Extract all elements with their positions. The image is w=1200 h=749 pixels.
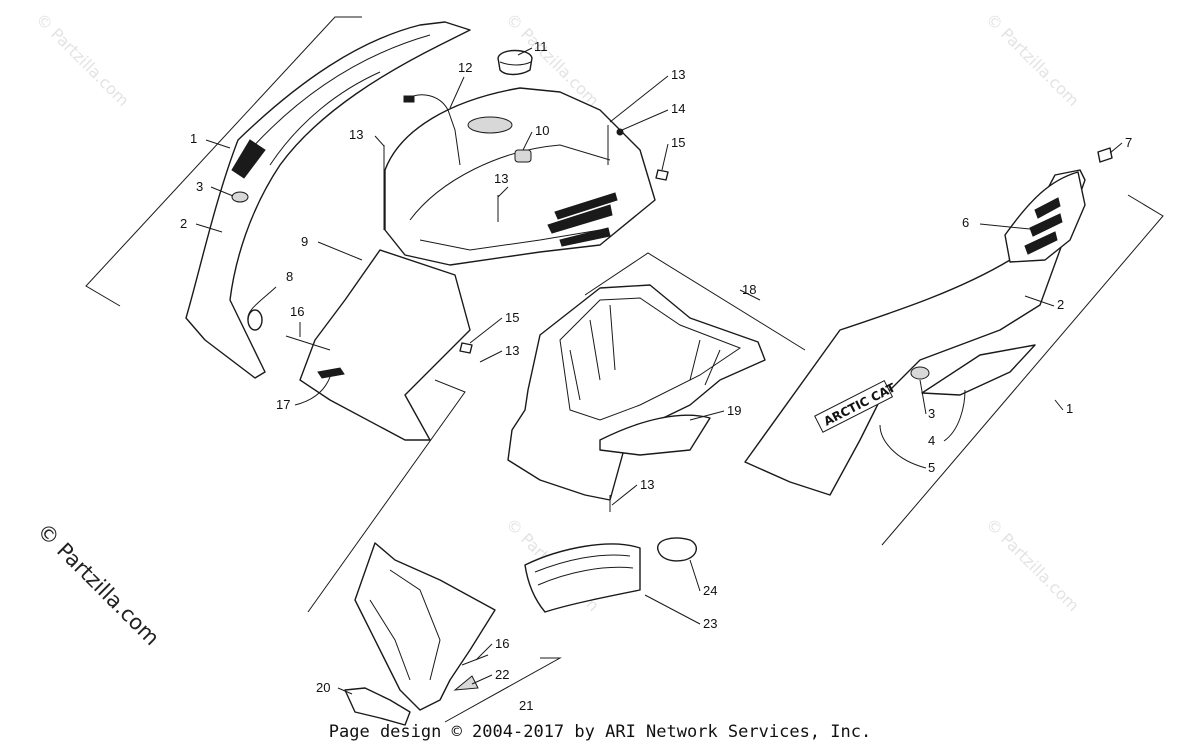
callout-3: 3 (928, 406, 935, 421)
panel-edge-detail (269, 71, 381, 166)
callout-8: 8 (286, 269, 293, 284)
callout-6: 6 (962, 215, 969, 230)
duct-ribs (534, 554, 631, 573)
hood-contour (419, 229, 601, 251)
watermark-small: © Partzilla.com (32, 9, 133, 110)
screw-16 (285, 335, 331, 351)
hood-vent-stripe (559, 227, 611, 247)
duct-23 (524, 543, 641, 613)
callout-22: 22 (495, 667, 509, 682)
grommet-8 (247, 309, 263, 331)
callout-15: 15 (505, 310, 519, 325)
group-bracket-lower-21 (444, 657, 562, 723)
clip-15 (459, 342, 473, 354)
group-bracket-lower (307, 379, 466, 613)
cap-10 (514, 149, 532, 163)
callout-2: 2 (1057, 297, 1064, 312)
hood-opening (467, 116, 513, 134)
leader-lines (195, 47, 1123, 695)
hood-contour (409, 144, 611, 221)
watermark-small: © Partzilla.com (982, 9, 1083, 110)
callout-3: 3 (196, 179, 203, 194)
hood-upper-9 (384, 87, 656, 266)
front-bumper-panel (354, 542, 496, 711)
callout-13: 13 (640, 477, 654, 492)
panel-upper-right (1004, 171, 1086, 263)
rivet-3-left (231, 191, 249, 203)
decal-4 (921, 344, 1036, 396)
group-bracket-right (881, 194, 1164, 546)
callout-10: 10 (535, 123, 549, 138)
bracket-20 (344, 687, 411, 726)
callout-19: 19 (727, 403, 741, 418)
watermark-large: © Partzilla.com (32, 519, 164, 651)
callout-1: 1 (190, 131, 197, 146)
callout-11: 11 (534, 39, 548, 54)
connector-12 (403, 95, 415, 103)
duct-ribs (537, 566, 634, 586)
hood-vent-stripe (554, 192, 618, 220)
storage-tray-18 (507, 284, 766, 501)
clip-15 (655, 169, 669, 181)
panel-stripe (1034, 197, 1061, 219)
callout-20: 20 (316, 680, 330, 695)
clamp-24 (657, 537, 697, 562)
callout-7: 7 (1125, 135, 1132, 150)
panel-stripe (1029, 213, 1063, 237)
callout-13: 13 (671, 67, 685, 82)
callout-1: 1 (1066, 401, 1073, 416)
group-bracket-tray (584, 252, 806, 351)
callout-15: 15 (671, 135, 685, 150)
callout-16: 16 (495, 636, 509, 651)
pin-7 (1097, 147, 1113, 163)
callout-14: 14 (671, 101, 685, 116)
panel-edge-detail (249, 34, 431, 151)
callout-13: 13 (349, 127, 363, 142)
callouts: 1 2 3 8 16 17 9 13 12 11 10 13 13 14 15 … (180, 39, 1132, 713)
nut-14 (616, 128, 624, 136)
callout-9: 9 (301, 234, 308, 249)
callout-21: 21 (519, 698, 533, 713)
panel-stripe (1024, 231, 1058, 255)
callout-13: 13 (505, 343, 519, 358)
callout-4: 4 (928, 433, 935, 448)
bumper-contour (369, 599, 411, 681)
screw-16 (461, 654, 489, 666)
label-22 (453, 675, 479, 691)
callout-13: 13 (494, 171, 508, 186)
bumper-contour (389, 569, 441, 681)
panel-dark-trim (231, 139, 266, 179)
callout-2: 2 (180, 216, 187, 231)
footer-copyright: Page design © 2004-2017 by ARI Network S… (328, 722, 872, 742)
rivet-3-right (910, 366, 930, 380)
emblem-17 (317, 367, 345, 379)
tray-ribs (569, 304, 721, 401)
hood-vent-stripe (547, 204, 613, 234)
boot-ring (499, 61, 532, 66)
callout-12: 12 (458, 60, 472, 75)
callout-16: 16 (290, 304, 304, 319)
callout-17: 17 (276, 397, 290, 412)
tray-inner-rim (559, 297, 742, 421)
group-bracket-left (85, 16, 362, 307)
callout-5: 5 (928, 460, 935, 475)
hood-lower-9 (299, 249, 471, 441)
callout-23: 23 (703, 616, 717, 631)
boot-11 (497, 49, 533, 76)
watermark-small: © Partzilla.com (982, 514, 1083, 615)
pad-19 (599, 414, 711, 456)
callout-24: 24 (703, 583, 717, 598)
